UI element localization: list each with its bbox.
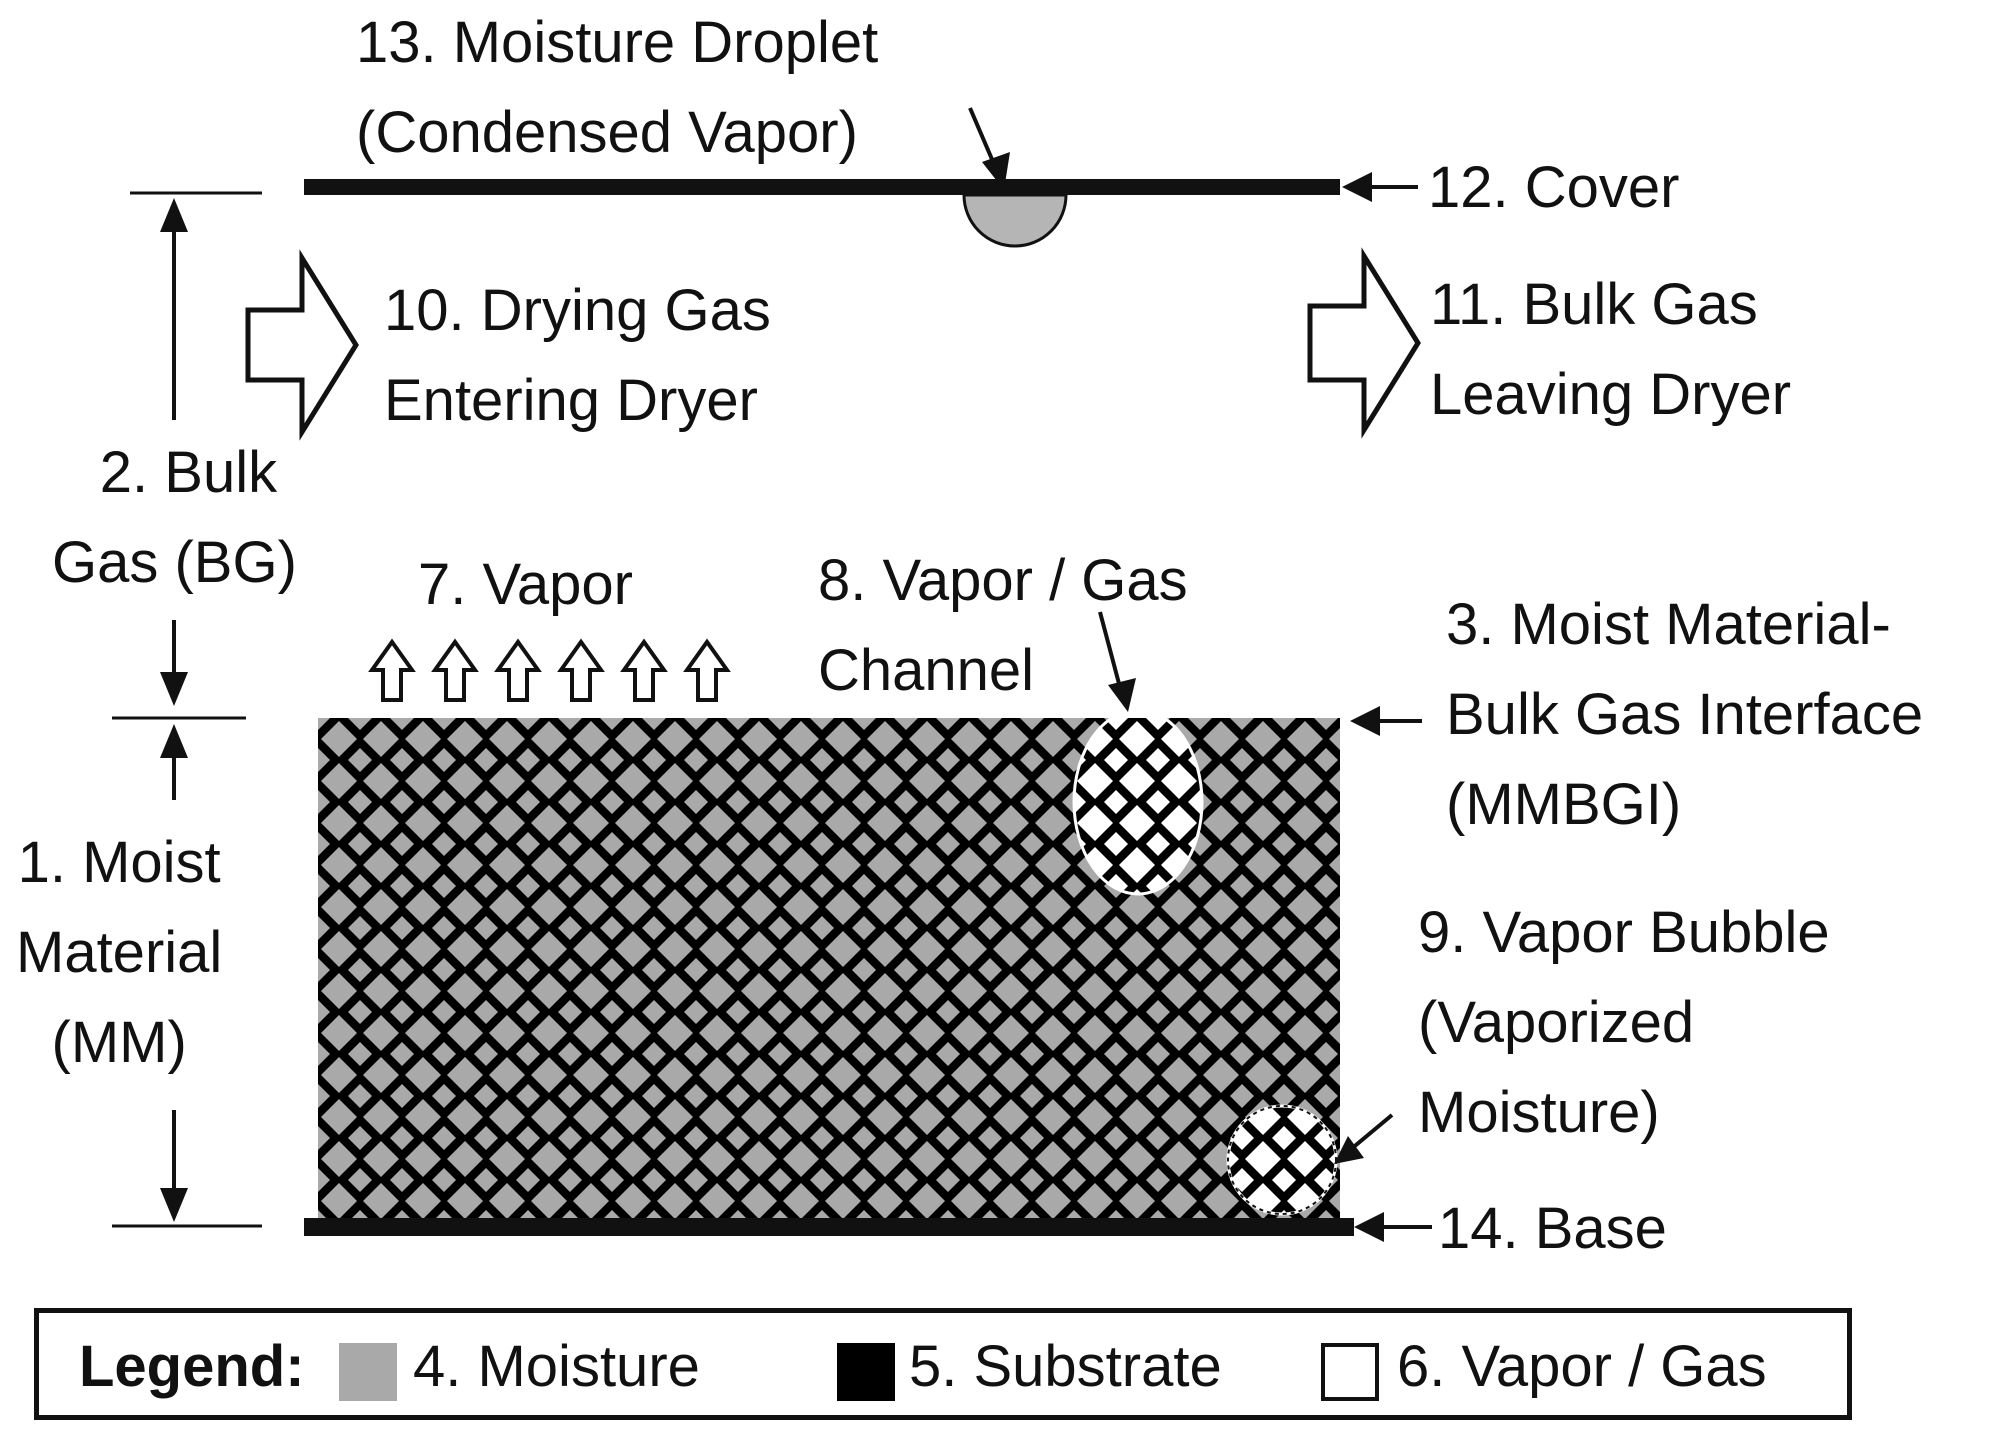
legend-label-moisture: 4. Moisture [413, 1334, 700, 1399]
base-plate [304, 1218, 1354, 1236]
bulk-gas-leaving-arrow [1307, 247, 1421, 439]
label-vapor-gas-channel: 8. Vapor / Gas Channel [818, 548, 1188, 703]
label-bulk-gas: 2. Bulk Gas (BG) [52, 440, 297, 595]
legend-swatch-moisture [339, 1343, 397, 1401]
label-drying-gas: 10. Drying Gas Entering Dryer [384, 278, 771, 433]
vapor-gas-channel [1072, 718, 1204, 896]
label-bulk-gas-leaving: 11. Bulk Gas Leaving Dryer [1430, 272, 1792, 427]
legend-label-vapor-gas: 6. Vapor / Gas [1397, 1334, 1767, 1399]
legend-swatch-vapor-gas [1321, 1343, 1379, 1401]
cover-plate [304, 179, 1340, 195]
label-cover: 12. Cover [1428, 155, 1680, 220]
label-interface: 3. Moist Material- Bulk Gas Interface (M… [1446, 592, 1924, 837]
drying-gas-arrow [245, 249, 359, 441]
label-base: 14. Base [1438, 1196, 1667, 1261]
legend-label-substrate: 5. Substrate [909, 1334, 1222, 1399]
legend-swatch-substrate [837, 1343, 895, 1401]
label-moist-material: 1. Moist Material (MM) [16, 830, 223, 1075]
moisture-droplet [962, 193, 1068, 248]
legend-title: Legend: [79, 1334, 305, 1399]
legend: Legend: 4. Moisture 5. Substrate 6. Vapo… [34, 1308, 1852, 1420]
vapor-arrows [368, 638, 731, 702]
label-moisture-droplet: 13. Moisture Droplet (Condensed Vapor) [356, 10, 879, 165]
label-vapor-bubble: 9. Vapor Bubble (Vaporized Moisture) [1418, 900, 1830, 1145]
label-vapor: 7. Vapor [418, 552, 633, 617]
